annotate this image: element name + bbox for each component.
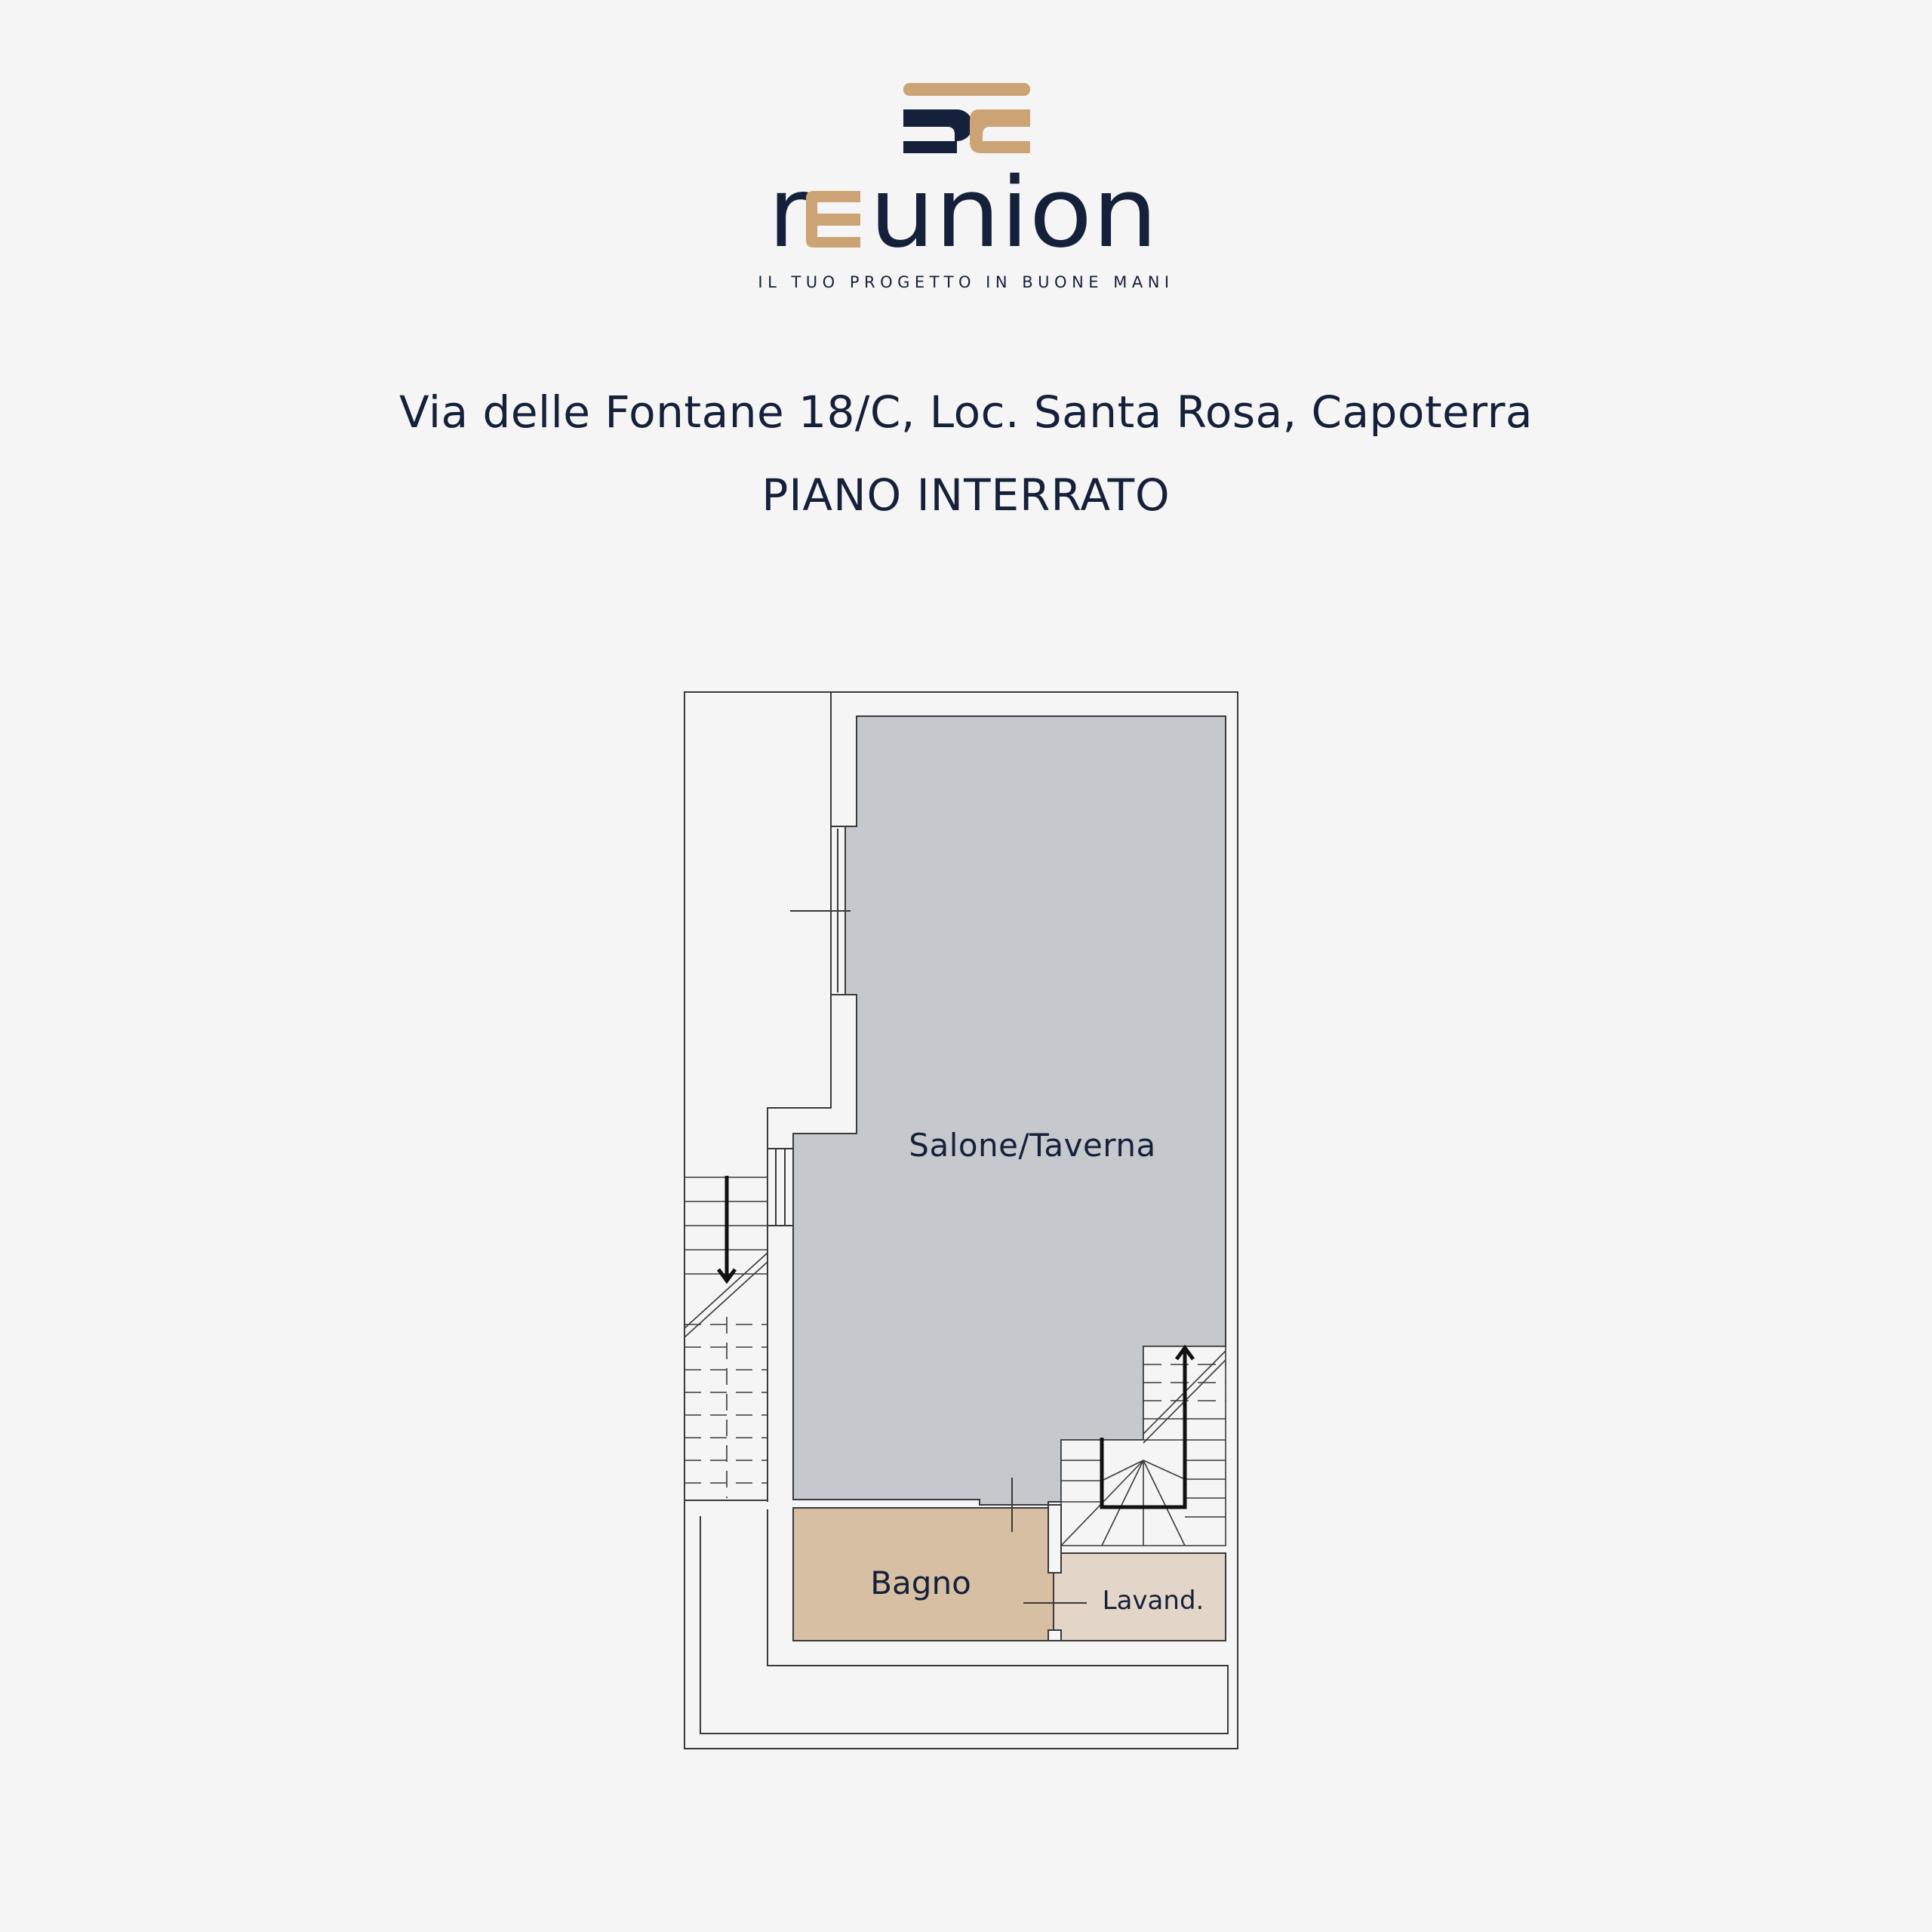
left-corridor-wall	[700, 692, 1229, 1734]
property-address: Via delle Fontane 18/C, Loc. Santa Rosa,…	[399, 386, 1533, 438]
bagno-lavand-wall	[1048, 1504, 1062, 1641]
logo-emblem	[903, 83, 1030, 153]
stairs-left	[684, 1177, 768, 1498]
label-bagno: Bagno	[870, 1564, 971, 1601]
svg-text:r: r	[768, 157, 808, 269]
brand-tagline: IL TUO PROGETTO IN BUONE MANI	[758, 273, 1174, 291]
window-stairs	[767, 1148, 794, 1226]
window-salone	[790, 826, 851, 995]
door-marks	[1011, 1478, 1087, 1604]
reunion-logo: r union	[768, 83, 1158, 269]
logo-wordmark: r union	[768, 157, 1158, 269]
room-lavanderia	[1053, 1552, 1226, 1641]
stairs-left-arrow	[716, 1176, 737, 1284]
floor-title: PIANO INTERRATO	[761, 469, 1171, 521]
stairs-right-arrow	[1100, 1344, 1195, 1509]
svg-text:union: union	[869, 157, 1158, 269]
room-bagno	[792, 1507, 1054, 1641]
label-lavanderia: Lavand.	[1103, 1586, 1204, 1616]
label-salone: Salone/Taverna	[909, 1127, 1155, 1164]
